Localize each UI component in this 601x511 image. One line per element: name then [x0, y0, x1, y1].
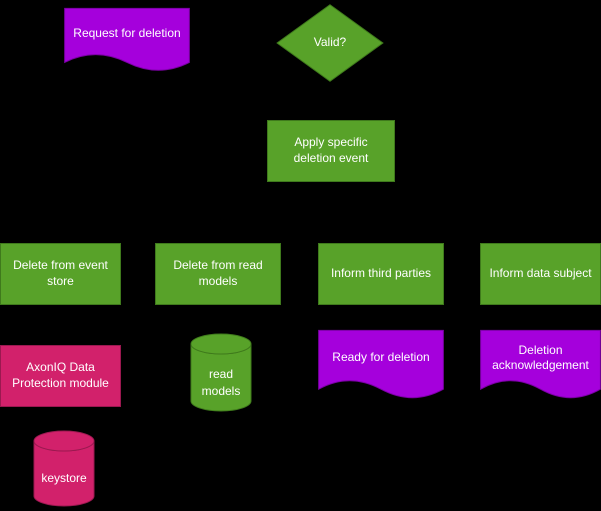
database-cylinder-shape [33, 430, 95, 507]
label-ready-for-deletion: Ready for deletion [332, 350, 430, 365]
label-request-for-deletion: Request for deletion [73, 26, 181, 41]
node-delete-from-event-store: Delete from event store [0, 243, 121, 305]
node-ready-for-deletion: Ready for deletion [318, 330, 444, 404]
label-delete-from-read-models: Delete from read models [173, 258, 263, 288]
label-keystore: keystore [41, 471, 87, 486]
document-shape [480, 330, 601, 404]
label-inform-data-subject: Inform data subject [489, 266, 592, 281]
node-deletion-acknowledgement: Deletion acknowledgement [480, 330, 601, 404]
label-apply-specific-deletion-event: Apply specific deletion event [293, 135, 369, 165]
node-inform-third-parties: Inform third parties [318, 243, 444, 305]
document-shape [64, 8, 190, 76]
database-cylinder-shape [190, 333, 252, 412]
label-deletion-acknowledgement: Deletion acknowledgement [492, 342, 589, 373]
node-inform-data-subject: Inform data subject [480, 243, 601, 305]
label-axoniq-data-protection-module: AxonIQ Data Protection module [12, 360, 109, 390]
label-read-models: read models [201, 367, 241, 398]
diamond-shape [276, 4, 384, 82]
node-keystore: keystore [33, 430, 95, 507]
node-delete-from-read-models: Delete from read models [155, 243, 281, 305]
node-axoniq-data-protection-module: AxonIQ Data Protection module [0, 345, 121, 407]
label-delete-from-event-store: Delete from event store [13, 258, 108, 288]
label-valid: Valid? [313, 35, 347, 50]
node-request-for-deletion: Request for deletion [64, 8, 190, 76]
node-read-models: read models [190, 333, 252, 412]
node-apply-specific-deletion-event: Apply specific deletion event [267, 120, 395, 182]
document-shape [318, 330, 444, 404]
node-valid: Valid? [276, 4, 384, 82]
label-inform-third-parties: Inform third parties [330, 266, 432, 281]
